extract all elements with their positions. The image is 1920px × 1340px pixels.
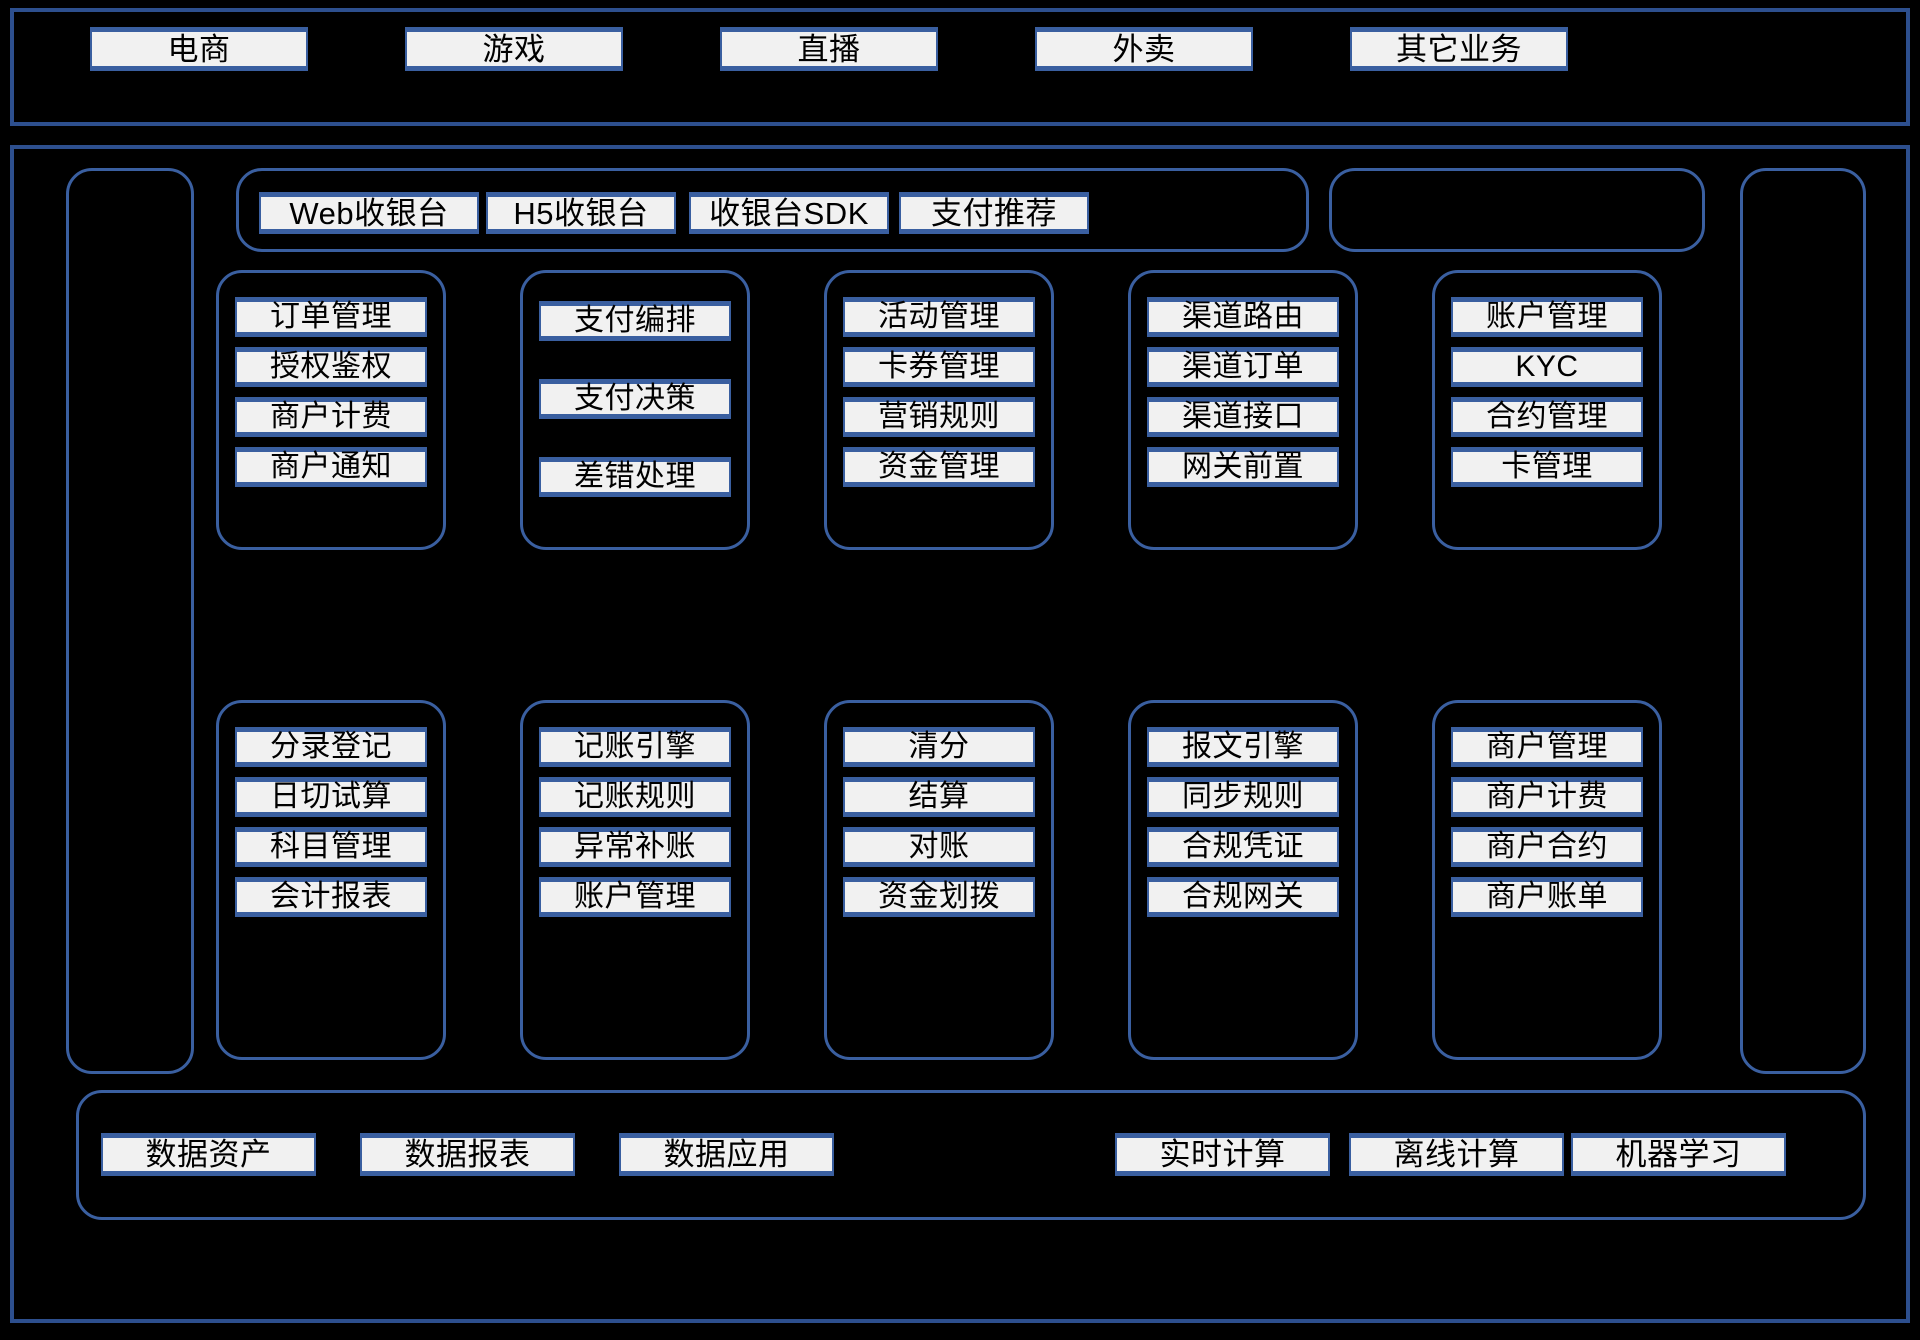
left-side-panel	[66, 168, 194, 1074]
capability-item-1-5-4[interactable]: 卡管理	[1451, 447, 1643, 487]
checkout-side-empty-group	[1329, 168, 1705, 252]
capability-item-1-5-1[interactable]: 账户管理	[1451, 297, 1643, 337]
checkout-item-2[interactable]: H5收银台	[486, 192, 676, 234]
business-line-2[interactable]: 游戏	[405, 27, 623, 71]
capability-item-1-5-2[interactable]: KYC	[1451, 347, 1643, 387]
capability-item-2-5-1[interactable]: 商户管理	[1451, 727, 1643, 767]
capability-item-1-4-2[interactable]: 渠道订单	[1147, 347, 1339, 387]
capability-item-1-4-4[interactable]: 网关前置	[1147, 447, 1339, 487]
right-side-panel	[1740, 168, 1866, 1074]
business-line-5[interactable]: 其它业务	[1350, 27, 1568, 71]
capability-item-2-1-2[interactable]: 日切试算	[235, 777, 427, 817]
capability-item-1-2-3[interactable]: 差错处理	[539, 457, 731, 497]
capability-item-2-2-3[interactable]: 异常补账	[539, 827, 731, 867]
capability-item-2-5-3[interactable]: 商户合约	[1451, 827, 1643, 867]
capability-item-1-3-4[interactable]: 资金管理	[843, 447, 1035, 487]
capability-item-2-1-1[interactable]: 分录登记	[235, 727, 427, 767]
capability-group-2-5: 商户管理商户计费商户合约商户账单	[1432, 700, 1662, 1060]
capability-group-2-2: 记账引擎记账规则异常补账账户管理	[520, 700, 750, 1060]
capability-group-2-4: 报文引擎同步规则合规凭证合规网关	[1128, 700, 1358, 1060]
data-platform-item-1[interactable]: 数据资产	[101, 1133, 316, 1176]
capability-item-1-3-3[interactable]: 营销规则	[843, 397, 1035, 437]
capability-item-1-1-3[interactable]: 商户计费	[235, 397, 427, 437]
capability-item-1-1-4[interactable]: 商户通知	[235, 447, 427, 487]
capability-item-2-3-3[interactable]: 对账	[843, 827, 1035, 867]
capability-item-2-2-2[interactable]: 记账规则	[539, 777, 731, 817]
capability-item-2-4-3[interactable]: 合规凭证	[1147, 827, 1339, 867]
checkout-item-4[interactable]: 支付推荐	[899, 192, 1089, 234]
capability-group-1-2: 支付编排支付决策差错处理	[520, 270, 750, 550]
checkout-item-3[interactable]: 收银台SDK	[689, 192, 889, 234]
capability-item-1-3-1[interactable]: 活动管理	[843, 297, 1035, 337]
capability-item-2-4-2[interactable]: 同步规则	[1147, 777, 1339, 817]
capability-item-2-2-1[interactable]: 记账引擎	[539, 727, 731, 767]
capability-item-1-2-2[interactable]: 支付决策	[539, 379, 731, 419]
capability-item-1-4-1[interactable]: 渠道路由	[1147, 297, 1339, 337]
capability-group-1-3: 活动管理卡券管理营销规则资金管理	[824, 270, 1054, 550]
capability-item-2-1-3[interactable]: 科目管理	[235, 827, 427, 867]
business-line-4[interactable]: 外卖	[1035, 27, 1253, 71]
platform-frame	[10, 145, 1910, 1323]
data-platform-item-6[interactable]: 机器学习	[1571, 1133, 1786, 1176]
capability-item-1-5-3[interactable]: 合约管理	[1451, 397, 1643, 437]
capability-item-2-1-4[interactable]: 会计报表	[235, 877, 427, 917]
business-line-1[interactable]: 电商	[90, 27, 308, 71]
capability-group-1-4: 渠道路由渠道订单渠道接口网关前置	[1128, 270, 1358, 550]
capability-item-2-2-4[interactable]: 账户管理	[539, 877, 731, 917]
capability-group-2-1: 分录登记日切试算科目管理会计报表	[216, 700, 446, 1060]
business-line-3[interactable]: 直播	[720, 27, 938, 71]
capability-item-1-3-2[interactable]: 卡券管理	[843, 347, 1035, 387]
capability-group-1-1: 订单管理授权鉴权商户计费商户通知	[216, 270, 446, 550]
data-platform-item-5[interactable]: 离线计算	[1349, 1133, 1564, 1176]
data-platform-item-3[interactable]: 数据应用	[619, 1133, 834, 1176]
capability-item-2-5-4[interactable]: 商户账单	[1451, 877, 1643, 917]
capability-group-1-5: 账户管理 KYC 合约管理卡管理	[1432, 270, 1662, 550]
capability-item-2-4-1[interactable]: 报文引擎	[1147, 727, 1339, 767]
capability-item-2-3-1[interactable]: 清分	[843, 727, 1035, 767]
business-layer-frame: 电商 游戏 直播 外卖 其它业务	[10, 8, 1910, 126]
capability-item-1-4-3[interactable]: 渠道接口	[1147, 397, 1339, 437]
checkout-item-1[interactable]: Web收银台	[259, 192, 479, 234]
capability-item-1-1-1[interactable]: 订单管理	[235, 297, 427, 337]
data-platform-group: 数据资产 数据报表 数据应用 实时计算离线计算机器学习	[76, 1090, 1866, 1220]
capability-group-2-3: 清分结算对账资金划拨	[824, 700, 1054, 1060]
capability-item-2-3-2[interactable]: 结算	[843, 777, 1035, 817]
capability-item-1-1-2[interactable]: 授权鉴权	[235, 347, 427, 387]
capability-item-2-3-4[interactable]: 资金划拨	[843, 877, 1035, 917]
capability-item-2-4-4[interactable]: 合规网关	[1147, 877, 1339, 917]
data-platform-item-4[interactable]: 实时计算	[1115, 1133, 1330, 1176]
capability-item-1-2-1[interactable]: 支付编排	[539, 301, 731, 341]
capability-item-2-5-2[interactable]: 商户计费	[1451, 777, 1643, 817]
data-platform-item-2[interactable]: 数据报表	[360, 1133, 575, 1176]
